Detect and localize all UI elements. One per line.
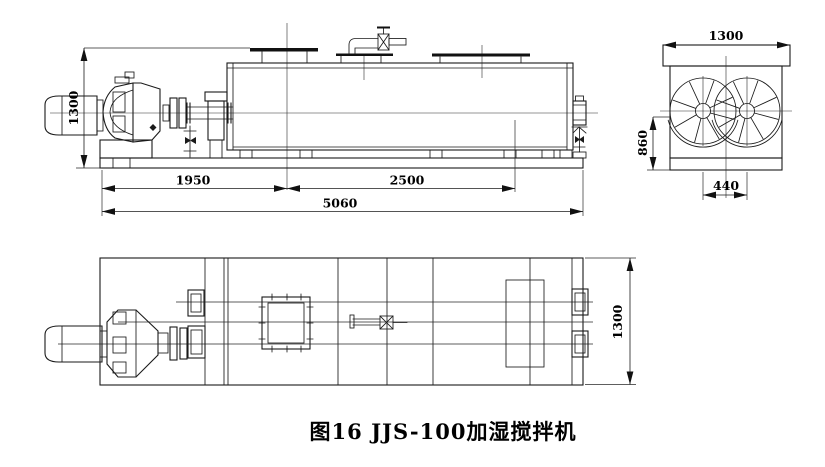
- endview-shaft-spacing-label: 440: [713, 178, 739, 193]
- discharge-opening: [505, 279, 545, 368]
- figure-caption: 图16 JJS-100加湿搅拌机: [310, 419, 577, 444]
- end-view: 1300 860 440: [635, 28, 792, 200]
- plan-outline: [99, 257, 584, 386]
- pipe-nipple: [388, 38, 407, 46]
- plan-division-lines: [204, 257, 573, 386]
- gearbox-plan: [106, 309, 159, 378]
- side-view: 1300 1950 2500 5060: [44, 23, 598, 216]
- bearing-pedestal: [204, 91, 228, 159]
- dim-height-label: 1300: [66, 90, 81, 125]
- trough-bottom-arcs: [667, 119, 783, 148]
- water-pipe-valve-plan: [349, 314, 408, 330]
- gearbox: [102, 71, 161, 143]
- valve-icon: [377, 26, 390, 51]
- top-flange: [662, 44, 791, 67]
- dim-total-length-label: 5060: [323, 196, 358, 211]
- drain-plug-icon: [149, 124, 157, 131]
- feed-inlet-flange: [250, 47, 318, 64]
- end-view-dimensions: 1300 860 440: [635, 28, 790, 200]
- dim-span-right-label: 2500: [390, 173, 425, 188]
- water-valve-assembly: [336, 26, 407, 64]
- base-frame: [99, 139, 584, 169]
- elbow-pipe: [348, 38, 379, 55]
- plan-view: 1300: [44, 257, 636, 386]
- endview-height-label: 860: [635, 130, 650, 156]
- shaft-bearing-lower-right: [571, 330, 589, 358]
- shaft-lines: [58, 301, 593, 345]
- paddle-wheel-right: [713, 77, 781, 145]
- side-view-dimensions: 1300 1950 2500 5060: [66, 47, 584, 216]
- dim-span-left-label: 1950: [176, 173, 211, 188]
- planview-width-label: 1300: [610, 304, 625, 339]
- drive-pedestal: [99, 139, 153, 159]
- coupling: [162, 97, 234, 129]
- feed-opening: [258, 293, 314, 353]
- shaft-bearing-lower-left: [187, 325, 206, 359]
- paddle-wheel-left: [669, 77, 737, 145]
- shaft-bearing-upper-left: [187, 289, 205, 317]
- end-bearing: [571, 95, 588, 159]
- turnbuckle-left: [183, 125, 197, 158]
- shaft-bearing-upper-right: [571, 288, 589, 316]
- endview-width-label: 1300: [709, 28, 744, 43]
- inspection-flange: [432, 53, 530, 64]
- plan-view-dimensions: 1300: [585, 257, 636, 385]
- mixer-body: [226, 62, 574, 151]
- coupling-plan: [157, 326, 188, 361]
